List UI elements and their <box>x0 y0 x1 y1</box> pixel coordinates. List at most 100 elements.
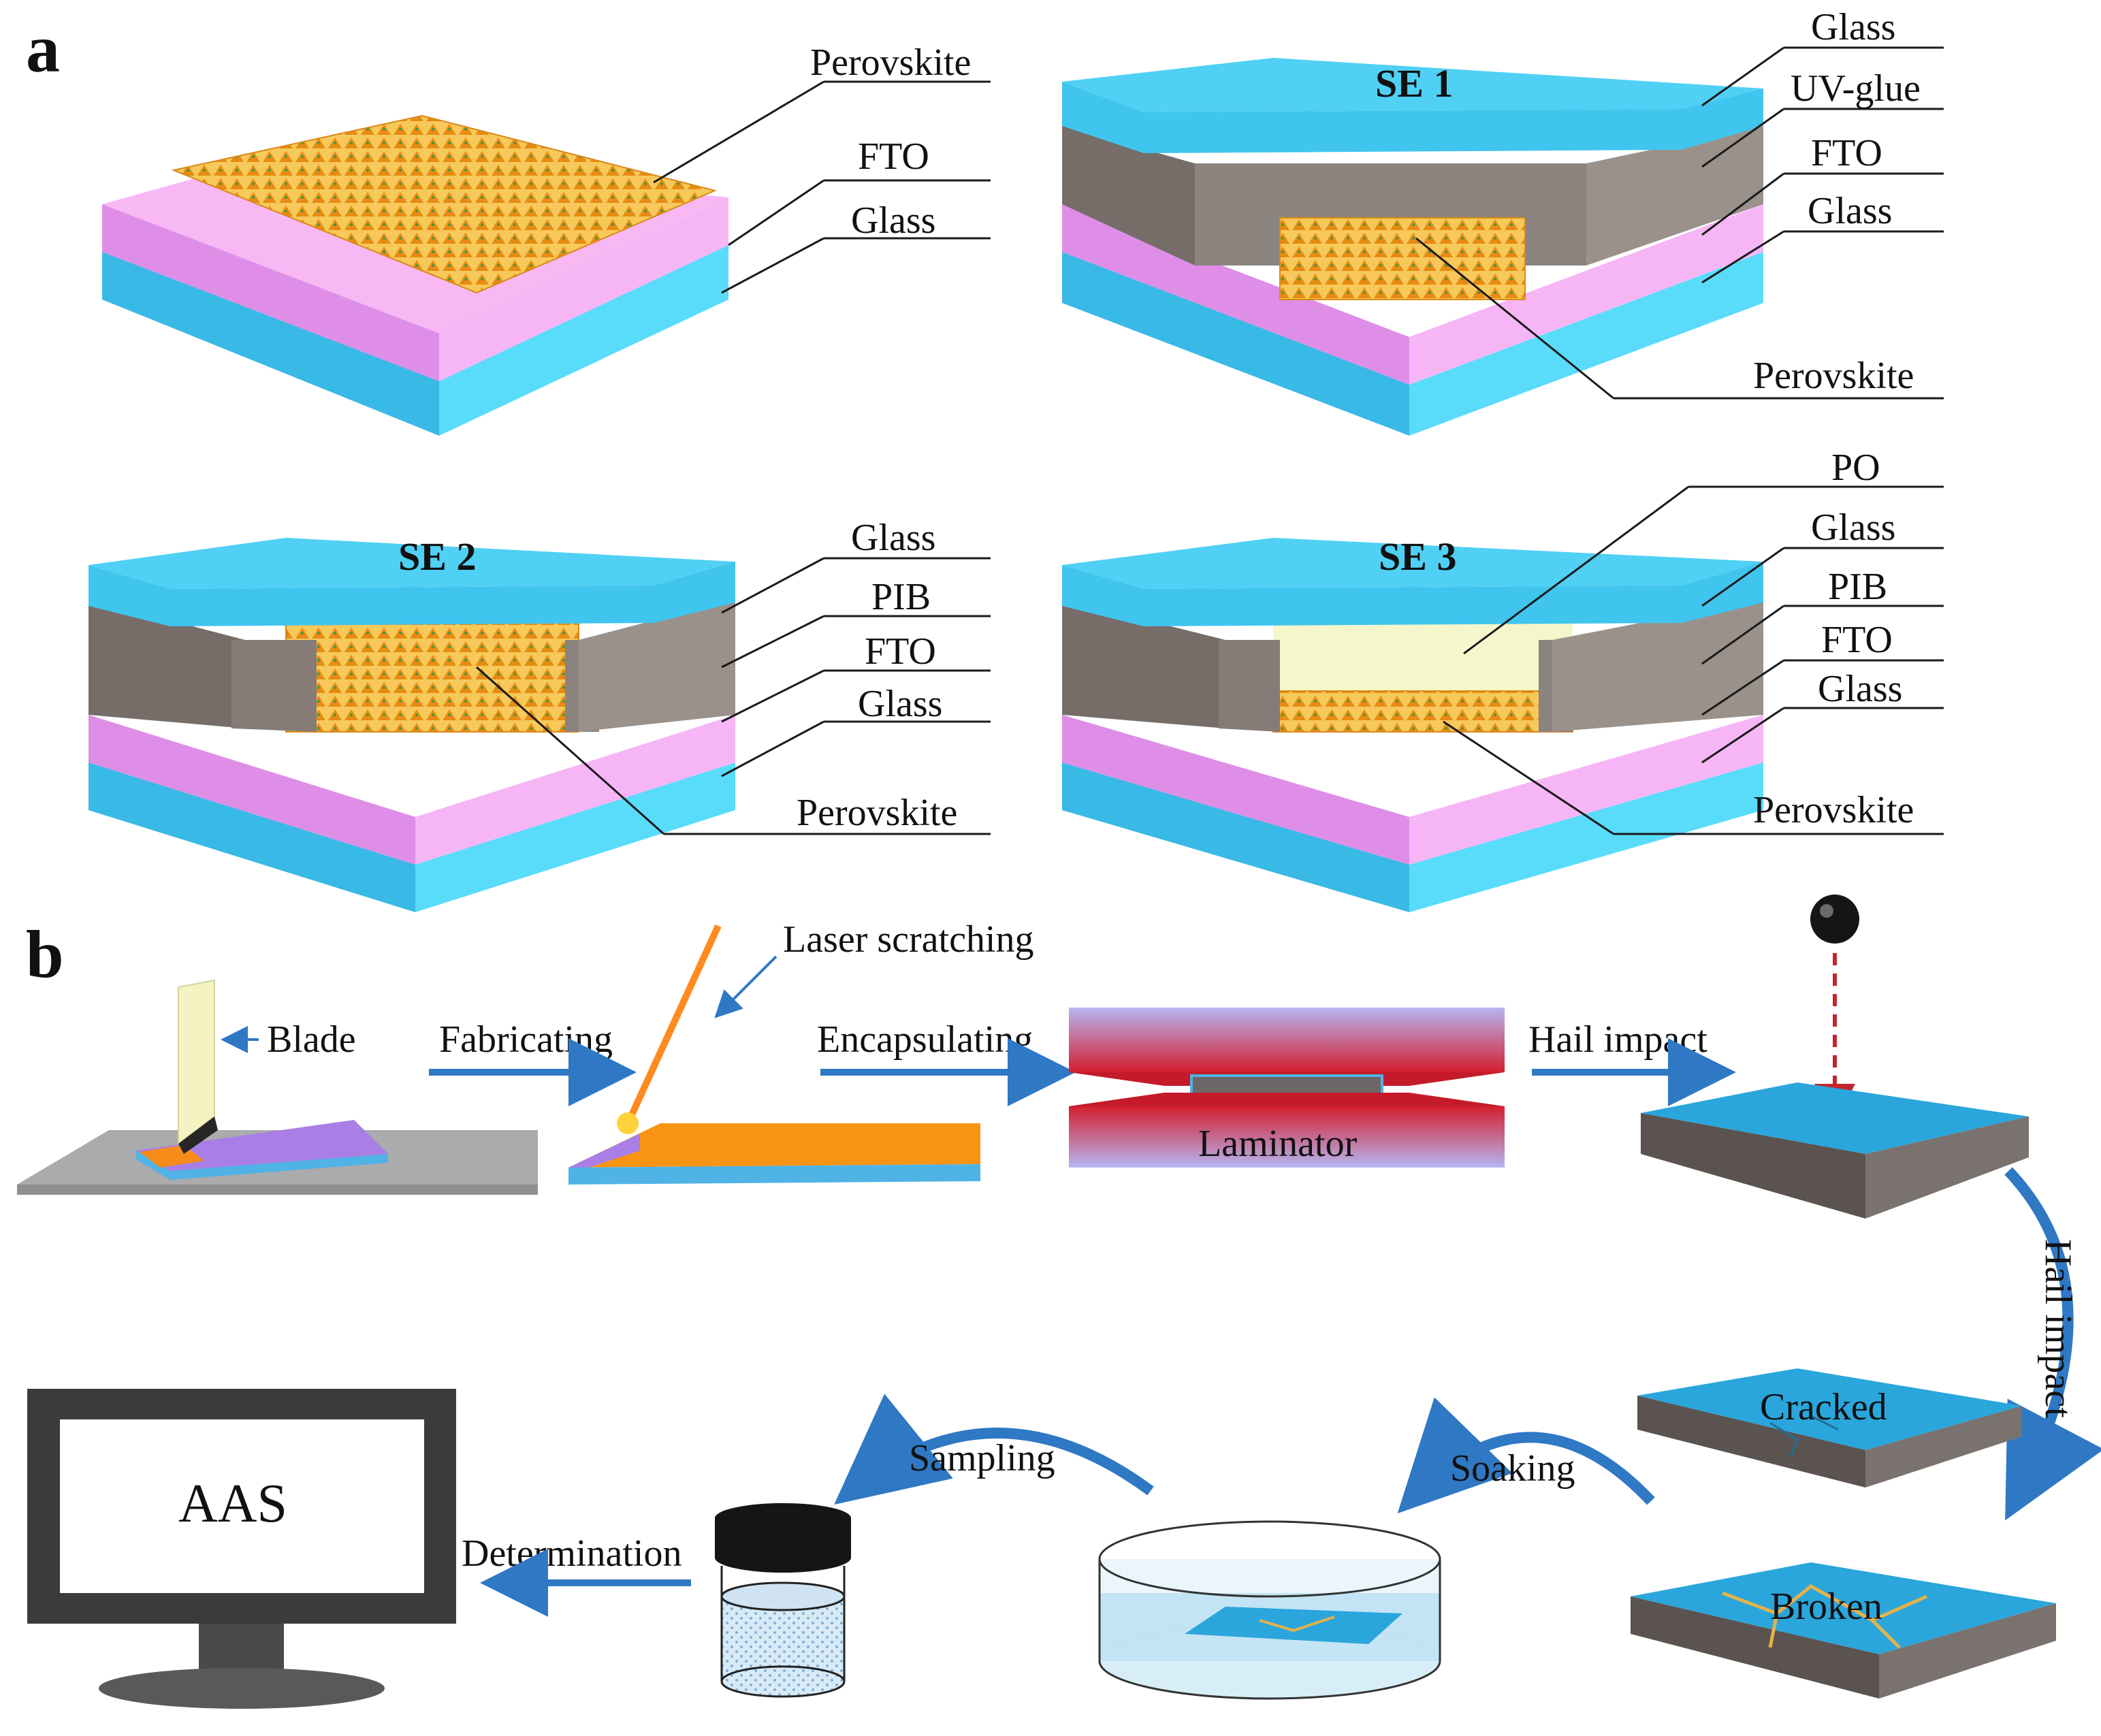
vial-base <box>720 1665 846 1698</box>
se3-leader-glass2 <box>1701 707 1784 764</box>
se2-top-glass-top <box>89 538 735 589</box>
broken-module-right <box>1879 1603 2056 1699</box>
monitor-screen <box>60 1419 424 1593</box>
monitor-neck <box>199 1624 284 1675</box>
se3-leader-pib <box>1701 605 1784 665</box>
laminator-top-plate <box>1069 1008 1505 1072</box>
hail-ball-highlight <box>1820 904 1833 918</box>
se1-label-perovskite: Perovskite <box>1753 355 1914 397</box>
se2-label-perovskite: Perovskite <box>797 792 957 834</box>
se3-label-fto: FTO <box>1821 619 1893 661</box>
se1-device <box>1062 58 1763 436</box>
se2-perovskite-window <box>285 622 579 733</box>
step-hail-impact-2: Hail impact <box>2037 1239 2079 1418</box>
bare-perovskite <box>171 114 718 294</box>
se1-title: SE 1 <box>1375 61 1453 106</box>
coating-stage-front <box>17 1185 538 1195</box>
se1-leader-perovskite <box>1415 237 1614 400</box>
se2-pib-left <box>89 599 245 728</box>
bare-fto-right <box>439 197 728 381</box>
se2-title: SE 2 <box>398 534 476 579</box>
broken-module <box>1631 1562 2056 1699</box>
dish-sample-cracks <box>1259 1616 1335 1633</box>
soaking-curve <box>1397 1397 1655 1513</box>
se3-device <box>1062 538 1763 912</box>
se3-leader-po <box>1463 485 1689 655</box>
se1-fto-left <box>1062 204 1409 385</box>
dish-sample <box>1185 1607 1402 1644</box>
laminator-bottom-plate <box>1069 1106 1505 1168</box>
laser-beam <box>623 924 722 1129</box>
laminator-label: Laminator <box>1198 1123 1358 1165</box>
cracked-module <box>1637 1368 2022 1488</box>
bare-leader-glass <box>721 237 824 294</box>
laser-pointer <box>714 955 777 1018</box>
bare-leader-fto <box>728 179 824 246</box>
se2-top-glass-front <box>89 562 735 626</box>
se3-bottom-glass-left <box>1062 762 1409 912</box>
bare-leader-perovskite <box>653 80 824 184</box>
laser-label: Laser scratching <box>783 918 1033 961</box>
se3-label-perovskite: Perovskite <box>1753 789 1914 831</box>
laser-substrate-top <box>568 1123 980 1168</box>
se2-leader-perovskite <box>476 666 664 835</box>
se3-bottom-glass-right <box>1409 762 1763 912</box>
se3-top-glass-front <box>1062 562 1763 626</box>
cracked-module-left <box>1637 1396 1865 1488</box>
se1-bottom-glass-left <box>1062 252 1409 436</box>
se3-label-glass: Glass <box>1811 507 1895 549</box>
se3-po-layer <box>1273 623 1573 691</box>
laminator <box>1069 1008 1505 1168</box>
laser-scratch-scene <box>568 924 980 1185</box>
crack-line <box>1769 1415 1839 1458</box>
se2-fto-left <box>89 715 415 865</box>
se2-bottom-glass-left <box>89 762 415 912</box>
se3-leader-perovskite <box>1443 720 1614 835</box>
se2-pib-right <box>579 599 735 732</box>
step-hail-impact-1: Hail impact <box>1528 1018 1707 1061</box>
laser-substrate-violet <box>568 1134 640 1174</box>
bare-label-glass: Glass <box>851 199 935 242</box>
bare-glass-right <box>439 245 728 436</box>
hail-impact-curve <box>2004 1167 2101 1521</box>
step-determination: Determination <box>462 1532 681 1575</box>
cracked-module-right <box>1865 1406 2022 1488</box>
sampling-curve <box>834 1394 1154 1505</box>
step-fabricating: Fabricating <box>439 1018 613 1061</box>
sample-vial <box>715 1503 851 1698</box>
cracked-label: Cracked <box>1760 1386 1887 1428</box>
coating-substrate-edge <box>136 1151 388 1180</box>
se1-leader-fto <box>1701 172 1784 236</box>
se3-fto-right <box>1409 715 1763 865</box>
laminator-bottom-press <box>1069 1093 1505 1106</box>
se1-leader-glass <box>1701 46 1784 107</box>
se1-label-fto: FTO <box>1811 132 1882 174</box>
se1-label-glass: Glass <box>1811 6 1895 48</box>
se3-pib-left-inner <box>1219 640 1280 732</box>
laser-spark <box>617 1112 639 1134</box>
se1-leader-glue <box>1701 108 1784 168</box>
panel-b-letter: b <box>26 916 64 992</box>
bare-label-perovskite: Perovskite <box>810 42 971 84</box>
se2-leader-pib <box>721 615 824 669</box>
bare-label-fto: FTO <box>858 135 929 178</box>
step-soaking: Soaking <box>1450 1447 1575 1490</box>
step-encapsulating: Encapsulating <box>817 1018 1033 1061</box>
se1-glue-right <box>1586 126 1763 266</box>
se2-label-glass: Glass <box>851 517 935 559</box>
se3-leader-glass <box>1701 547 1784 607</box>
bare-device <box>102 114 728 436</box>
monitor-stand <box>99 1668 385 1709</box>
se1-top-glass-top <box>1062 58 1763 112</box>
step-sampling: Sampling <box>909 1437 1055 1479</box>
se1-label-glue: UV-glue <box>1791 67 1921 110</box>
panel-a-letter: a <box>26 11 60 86</box>
se2-leader-fto <box>721 669 824 723</box>
dish-rim <box>1098 1520 1441 1598</box>
bare-fto-left <box>102 204 439 381</box>
se2-label-pib: PIB <box>871 576 931 618</box>
se3-title: SE 3 <box>1379 534 1456 579</box>
se3-label-glass2: Glass <box>1818 668 1902 710</box>
se2-label-glass2: Glass <box>858 683 942 725</box>
broken-module-left <box>1631 1596 1879 1699</box>
